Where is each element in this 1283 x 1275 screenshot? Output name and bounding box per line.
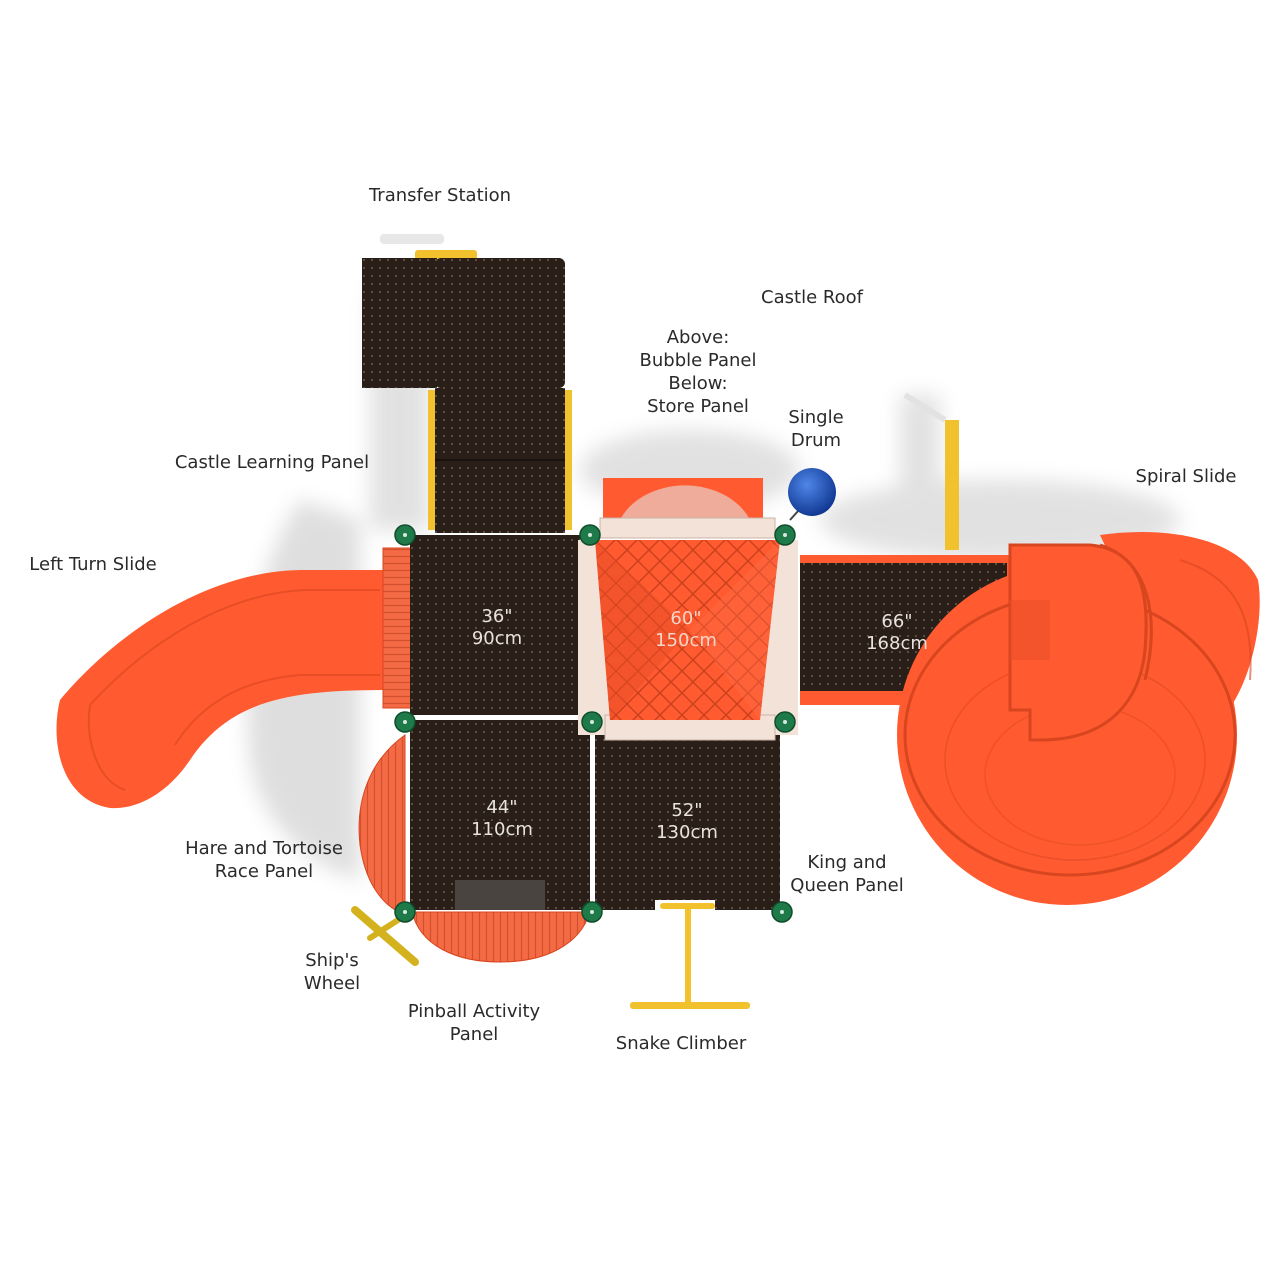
ships-wheel-shape [351, 906, 419, 966]
label-snake-climber: Snake Climber [615, 1033, 747, 1054]
label-transfer-station: Transfer Station [368, 185, 512, 206]
deck-height-52: 52" 130cm [656, 800, 718, 843]
deck-height-44: 44" 110cm [471, 797, 533, 840]
deck-52-shape [595, 735, 780, 910]
label-spiral-slide: Spiral Slide [1135, 466, 1237, 487]
label-king-queen-panel: King and Queen Panel [790, 852, 904, 896]
label-castle-roof: Castle Roof [761, 287, 863, 308]
deck-height-60: 60" 150cm [655, 608, 717, 651]
label-bubble-store-panel: Above: Bubble Panel Below: Store Panel [639, 327, 757, 417]
spiral-slide-shape [897, 392, 1260, 905]
pinball-panel-shape [411, 911, 591, 963]
deck-44-shape [410, 720, 590, 910]
hare-tortoise-panel-shape [358, 734, 406, 916]
label-castle-learning-panel: Castle Learning Panel [174, 452, 370, 473]
label-hare-tortoise-panel: Hare and Tortoise Race Panel [185, 838, 343, 882]
castle-roof-shape [578, 478, 798, 741]
label-left-turn-slide: Left Turn Slide [29, 554, 157, 575]
left-turn-slide-shape [56, 547, 412, 809]
snake-climber-shape [630, 900, 750, 1009]
label-ships-wheel: Ship's Wheel [303, 950, 361, 994]
deck-height-66: 66" 168cm [866, 611, 928, 654]
deck-height-36: 36" 90cm [471, 606, 523, 649]
transfer-station-shape [362, 234, 572, 533]
label-pinball-panel: Pinball Activity Panel [407, 1001, 541, 1045]
deck-36-shape [410, 535, 580, 715]
single-drum-shape [788, 468, 836, 521]
label-single-drum: Single Drum [788, 407, 844, 451]
